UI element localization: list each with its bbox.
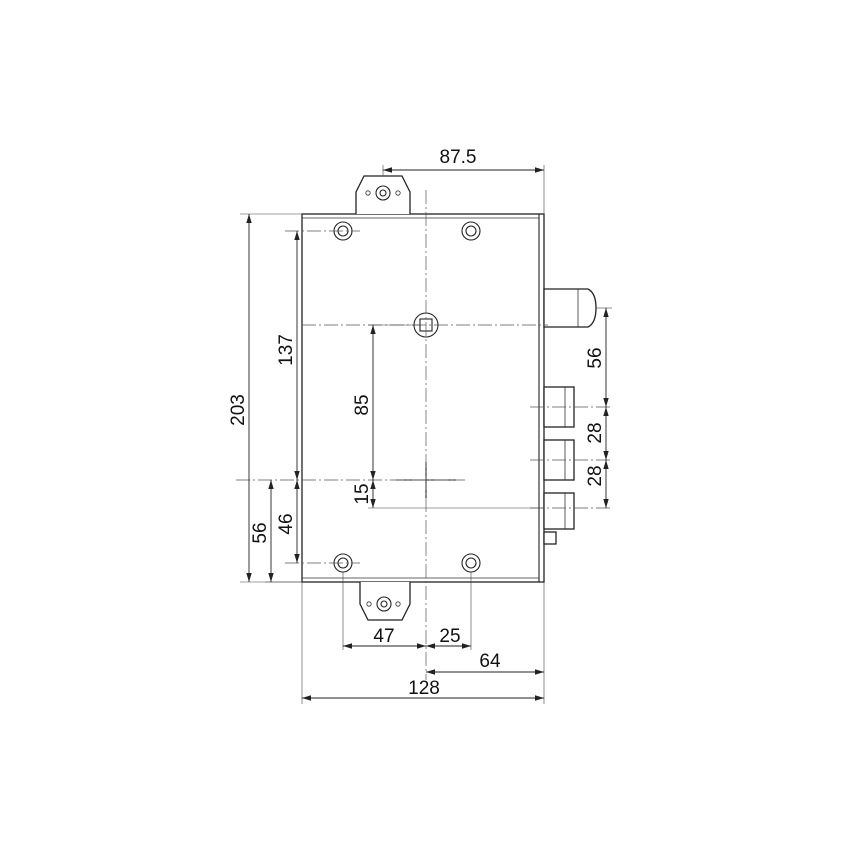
dim-label-cylinder-offset: 15: [352, 483, 373, 504]
lock-case: [301, 213, 545, 583]
dim-label-bottom-edge: 56: [250, 522, 271, 543]
dim-label-bolt-top: 56: [585, 347, 606, 368]
dim-label-bolt-mid: 28: [585, 422, 606, 443]
dim-label-hole-spacing: 137: [276, 334, 297, 366]
dim-label-total-height: 203: [228, 394, 249, 426]
dim-label-total-width: 128: [408, 678, 440, 699]
dimension-labels: 87.5 203 137 85 15 46 56 56 28 28 47 25 …: [228, 147, 606, 699]
dim-label-bottom-hole: 46: [276, 513, 297, 534]
dead-bolts: [543, 386, 575, 545]
top-mounting-tab: [355, 175, 411, 214]
dim-label-handle-to-cylinder: 85: [352, 394, 373, 415]
dim-label-backset: 64: [479, 651, 501, 672]
dim-label-center-to-hole: 25: [439, 626, 460, 647]
dimension-lines: [246, 167, 609, 701]
latch-bolt: [543, 288, 597, 328]
bottom-mounting-tab: [359, 582, 411, 621]
dim-label-top-width: 87.5: [440, 147, 477, 168]
dim-label-hole-to-center: 47: [373, 626, 394, 647]
dim-label-bolt-low: 28: [585, 465, 606, 486]
